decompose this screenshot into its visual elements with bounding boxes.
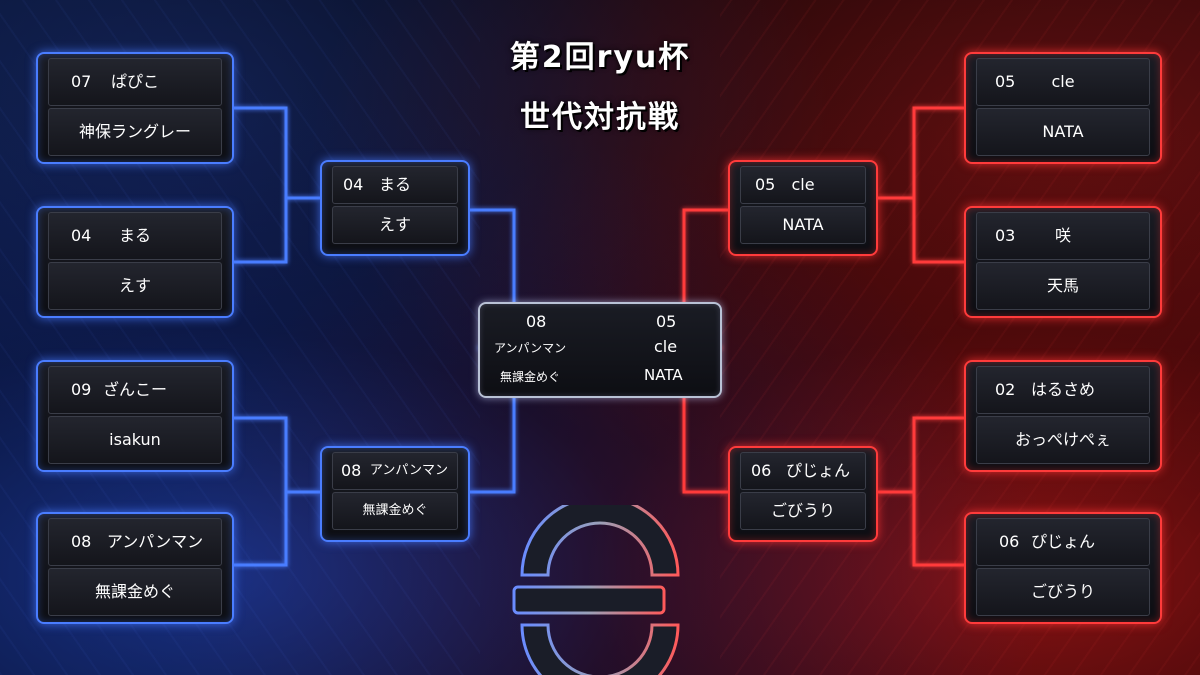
event-subtitle: 世代対抗戦: [520, 100, 680, 135]
team1-name: はるさめ: [1030, 380, 1095, 399]
match-score: 04: [71, 226, 92, 245]
match-card-right-r1-4: 06 ぴじょん ごびうり: [964, 512, 1162, 624]
team2-name: おっぺけぺぇ: [1014, 430, 1111, 449]
team1-name: cle: [1051, 72, 1075, 91]
match-card-left-r1-1: 07 ぱぴこ 神保ラングレー: [36, 52, 234, 164]
team2-name: isakun: [109, 430, 161, 449]
team1-row: 08 アンパンマン: [48, 518, 222, 566]
team2-name: 天馬: [1046, 276, 1079, 295]
match-score: 05: [755, 175, 776, 194]
match-score: 02: [995, 380, 1016, 399]
team2-row: 神保ラングレー: [48, 108, 222, 156]
final-right-score: 05: [656, 312, 677, 331]
tournament-logo-icon: [512, 505, 680, 675]
team1-name: まる: [118, 226, 151, 245]
final-left-team2: 無課金めぐ: [500, 370, 561, 384]
match-score: 04: [343, 175, 364, 194]
team2-row: 天馬: [976, 262, 1150, 310]
team1-row: 04 まる: [48, 212, 222, 260]
match-card-left-r1-3: 09 ざんこー isakun: [36, 360, 234, 472]
final-match-card: 08 05 アンパンマン cle 無課金めぐ NATA: [478, 302, 722, 398]
match-card-right-r1-1: 05 cle NATA: [964, 52, 1162, 164]
team1-name: アンパンマン: [106, 532, 204, 551]
team2-row: ごびうり: [740, 492, 866, 530]
team1-name: 咲: [1054, 226, 1071, 245]
match-card-right-r1-2: 03 咲 天馬: [964, 206, 1162, 318]
team2-name: えす: [378, 215, 411, 234]
team1-name: アンパンマン: [369, 463, 449, 478]
match-card-left-r2-2: 08 アンパンマン 無課金めぐ: [320, 446, 470, 542]
team2-name: NATA: [782, 215, 824, 234]
team2-row: えす: [332, 206, 458, 244]
final-left-score: 08: [526, 312, 547, 331]
match-score: 07: [71, 72, 92, 91]
final-right-team1: cle: [654, 337, 678, 356]
team2-name: 神保ラングレー: [78, 122, 191, 141]
team1-row: 05 cle: [740, 166, 866, 204]
team2-name: 無課金めぐ: [362, 503, 428, 518]
team1-row: 06 ぴじょん: [976, 518, 1150, 566]
match-card-left-r2-1: 04 まる えす: [320, 160, 470, 256]
team2-row: えす: [48, 262, 222, 310]
team2-row: isakun: [48, 416, 222, 464]
event-title: 第2回ryu杯: [509, 40, 691, 75]
team1-name: ざんこー: [102, 380, 167, 399]
team2-name: えす: [118, 276, 151, 295]
team1-row: 09 ざんこー: [48, 366, 222, 414]
match-score: 06: [999, 532, 1020, 551]
team1-name: ぱぴこ: [110, 72, 159, 91]
team1-row: 07 ぱぴこ: [48, 58, 222, 106]
team2-name: 無課金めぐ: [94, 582, 175, 601]
match-card-right-r2-2: 06 ぴじょん ごびうり: [728, 446, 878, 542]
match-score: 06: [751, 461, 772, 480]
team1-row: 05 cle: [976, 58, 1150, 106]
team2-row: 無課金めぐ: [332, 492, 458, 530]
match-score: 08: [71, 532, 92, 551]
team2-name: ごびうり: [770, 501, 835, 520]
team1-row: 02 はるさめ: [976, 366, 1150, 414]
team1-name: まる: [378, 175, 411, 194]
team2-row: NATA: [976, 108, 1150, 156]
team2-name: NATA: [1042, 122, 1084, 141]
team1-name: ぴじょん: [785, 461, 850, 480]
match-card-right-r2-1: 05 cle NATA: [728, 160, 878, 256]
match-score: 05: [995, 72, 1016, 91]
team2-name: ごびうり: [1030, 582, 1095, 601]
team1-row: 04 まる: [332, 166, 458, 204]
match-card-left-r1-2: 04 まる えす: [36, 206, 234, 318]
match-score: 08: [341, 461, 362, 480]
match-score: 03: [995, 226, 1016, 245]
team1-row: 06 ぴじょん: [740, 452, 866, 490]
team2-row: ごびうり: [976, 568, 1150, 616]
match-score: 09: [71, 380, 92, 399]
final-left-team1: アンパンマン: [494, 341, 567, 355]
team2-row: NATA: [740, 206, 866, 244]
match-card-right-r1-3: 02 はるさめ おっぺけぺぇ: [964, 360, 1162, 472]
match-card-left-r1-4: 08 アンパンマン 無課金めぐ: [36, 512, 234, 624]
team1-name: ぴじょん: [1030, 532, 1095, 551]
team1-row: 08 アンパンマン: [332, 452, 458, 490]
team1-row: 03 咲: [976, 212, 1150, 260]
team2-row: 無課金めぐ: [48, 568, 222, 616]
final-right-team2: NATA: [644, 366, 683, 384]
team1-name: cle: [791, 175, 815, 194]
team2-row: おっぺけぺぇ: [976, 416, 1150, 464]
